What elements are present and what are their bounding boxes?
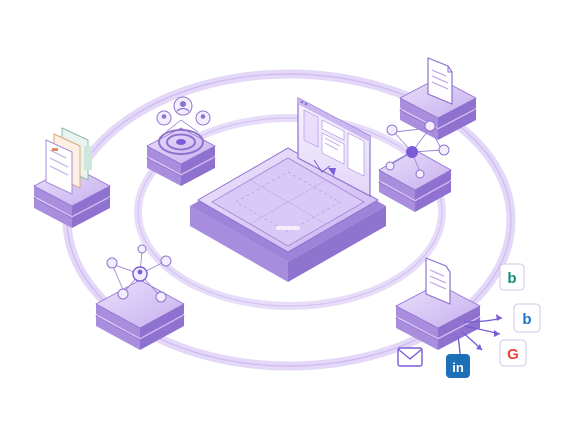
- bing-top-label: b: [507, 270, 516, 287]
- linkedin-icon: in: [446, 354, 470, 378]
- network-cluster-platform: [378, 149, 452, 212]
- people-network-icon: [106, 244, 172, 303]
- dashboard-screen-icon: [297, 97, 371, 197]
- document-icon: [427, 57, 453, 105]
- document-icon: [425, 257, 451, 305]
- bing-icon: b: [499, 263, 525, 291]
- bing-icon: b: [513, 303, 541, 333]
- stacked-forms-icon: [45, 127, 92, 195]
- distribution-hub-platform: [395, 283, 481, 350]
- envelope-icon: [397, 347, 423, 367]
- linkedin-label: in: [452, 360, 464, 375]
- bing-mid-label: b: [522, 311, 531, 328]
- google-label: G: [507, 346, 519, 363]
- user-avatars-top: [156, 96, 211, 133]
- arrow-heads: [476, 314, 502, 350]
- google-icon: G: [499, 339, 527, 367]
- network-graph-icon: [385, 120, 450, 179]
- inner-orbit-line: [137, 117, 443, 307]
- target-icon: [158, 129, 204, 155]
